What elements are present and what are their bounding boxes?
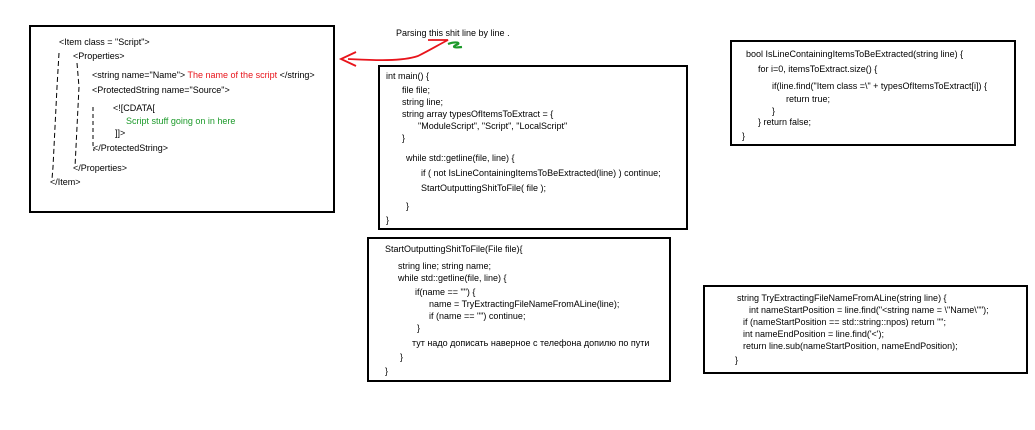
main-code-line: "ModuleScript", "Script", "LocalScript" (418, 121, 568, 131)
xml-line-protected-open: <ProtectedString name="Source"> (92, 85, 230, 95)
green-squiggle (447, 41, 463, 49)
extract-code-line: return line.sub(nameStartPosition, nameE… (743, 341, 958, 351)
check-code-line: } (742, 131, 746, 141)
diagram-heading: Parsing this shit line by line . (396, 28, 510, 39)
extract-function-box: string TryExtractingFileNameFromALine(st… (703, 285, 1028, 374)
main-code-line: while std::getline(file, line) { (406, 153, 515, 163)
xml-name-value: The name of the script (187, 70, 278, 80)
output-function-box: StartOutputtingShitToFile(File file){ st… (367, 237, 671, 382)
check-code-line: return true; (786, 94, 831, 104)
output-code-line: } (400, 352, 404, 362)
output-code-line: string line; string name; (398, 261, 492, 271)
main-code-line: } (386, 215, 390, 225)
extract-code-line: } (735, 355, 739, 365)
main-code-line: string array typesOfItemsToExtract = { (402, 109, 554, 119)
xml-structure-box: <Item class = "Script"> <Properties> <st… (29, 25, 335, 213)
check-code-line: } (772, 106, 776, 116)
main-code-line: int main() { (386, 71, 430, 81)
extract-code-line: if (nameStartPosition == std::string::np… (743, 317, 946, 327)
red-arrow-head (338, 51, 357, 67)
output-code-line: if(name == "") { (415, 287, 476, 297)
xml-indent-guides (51, 52, 95, 180)
output-code-line: StartOutputtingShitToFile(File file){ (385, 244, 523, 254)
xml-line-name-string: <string name="Name"> The name of the scr… (92, 70, 315, 81)
xml-line-cdata-close: ]]> (115, 128, 126, 138)
xml-line-protected-close: </ProtectedString> (93, 143, 169, 153)
extract-code-line: int nameStartPosition = line.find("<stri… (749, 305, 989, 315)
main-function-box: int main() { file file; string line; str… (378, 65, 688, 230)
heading-text: Parsing this shit line by line (396, 28, 505, 38)
output-code-line: тут надо дописать наверное с телефона до… (412, 338, 650, 348)
extract-code-line: string TryExtractingFileNameFromALine(st… (737, 293, 947, 303)
main-code-line: file file; (402, 85, 431, 95)
red-underline-arrow (347, 39, 449, 62)
check-code-line: for i=0, itemsToExtract.size() { (758, 64, 878, 74)
check-code-line: bool IsLineContainingItemsToBeExtracted(… (746, 49, 964, 59)
main-code-line: } (406, 201, 410, 211)
output-code-line: } (417, 323, 421, 333)
main-code-line: } (402, 133, 406, 143)
xml-line-properties-open: <Properties> (73, 51, 125, 61)
xml-name-tag-open: <string name="Name"> (92, 70, 186, 80)
check-function-box: bool IsLineContainingItemsToBeExtracted(… (730, 40, 1016, 146)
main-code-line: string line; (402, 97, 444, 107)
extract-code-line: int nameEndPosition = line.find('<'); (743, 329, 885, 339)
check-code-line: } return false; (758, 117, 812, 127)
heading-dot: . (504, 28, 510, 38)
xml-line-item-open: <Item class = "Script"> (59, 37, 150, 47)
main-code-line: StartOutputtingShitToFile( file ); (421, 183, 547, 193)
xml-line-script-content: Script stuff going on in here (126, 116, 236, 126)
output-code-line: while std::getline(file, line) { (398, 273, 507, 283)
main-code-line: if ( not IsLineContainingItemsToBeExtrac… (421, 168, 661, 178)
output-code-line: } (385, 366, 389, 376)
xml-line-item-close: </Item> (50, 177, 81, 187)
check-code-line: if(line.find("Item class =\" + typesOfIt… (772, 81, 987, 91)
xml-name-tag-close: </string> (279, 70, 315, 80)
xml-line-properties-close: </Properties> (73, 163, 128, 173)
xml-line-cdata-open: <![CDATA[ (113, 103, 155, 113)
output-code-line: name = TryExtractingFileNameFromALine(li… (429, 299, 620, 309)
output-code-line: if (name == "") continue; (429, 311, 526, 321)
